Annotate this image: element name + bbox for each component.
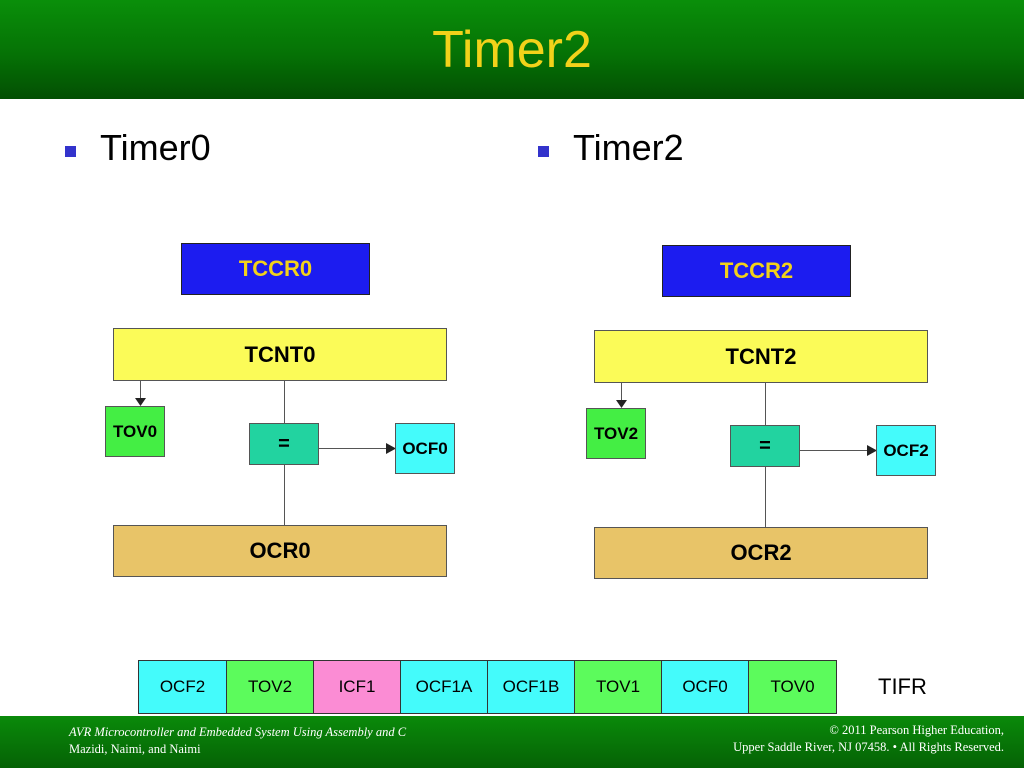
bullet-timer0: Timer0 — [100, 127, 211, 168]
comparator-right: = — [730, 425, 800, 467]
comparator-to-ocf2-line — [800, 450, 870, 451]
tccr0-register: TCCR0 — [181, 243, 370, 295]
tifr-bit-ocf0: OCF0 — [662, 661, 749, 713]
footer-authors: Mazidi, Naimi, and Naimi — [69, 742, 201, 756]
ocf2-flag: OCF2 — [876, 425, 936, 476]
tifr-bit-tov2: TOV2 — [227, 661, 314, 713]
tccr2-register: TCCR2 — [662, 245, 851, 297]
ocf0-flag: OCF0 — [395, 423, 455, 474]
tifr-bit-ocf1a: OCF1A — [401, 661, 488, 713]
bullet-marker-left — [65, 146, 76, 157]
tcnt2-to-tov2-line — [621, 383, 622, 403]
footer-copyright: © 2011 Pearson Higher Education, — [829, 723, 1004, 737]
tifr-bit-icf1: ICF1 — [314, 661, 401, 713]
bullet-marker-right — [538, 146, 549, 157]
comparator-to-ocf0-line — [319, 448, 389, 449]
footer-left: AVR Microcontroller and Embedded System … — [69, 724, 406, 758]
comparator-to-ocf0-arrowhead — [386, 443, 396, 454]
tov0-flag: TOV0 — [105, 406, 165, 457]
slide-title: Timer2 — [432, 21, 592, 79]
tcnt0-to-tov0-arrowhead — [135, 398, 146, 406]
tcnt2-register: TCNT2 — [594, 330, 928, 383]
ocr2-register: OCR2 — [594, 527, 928, 579]
tifr-register: OCF2 TOV2 ICF1 OCF1A OCF1B TOV1 OCF0 TOV… — [138, 660, 837, 714]
tov2-flag: TOV2 — [586, 408, 646, 459]
tcnt2-to-tov2-arrowhead — [616, 400, 627, 408]
tcnt0-to-comparator-line — [284, 381, 285, 423]
ocr0-register: OCR0 — [113, 525, 447, 577]
tifr-bit-ocf1b: OCF1B — [488, 661, 575, 713]
tcnt0-to-tov0-line — [140, 381, 141, 401]
slide-footer: AVR Microcontroller and Embedded System … — [0, 716, 1024, 768]
comparator-to-ocf2-arrowhead — [867, 445, 877, 456]
comparator-to-ocr2-line — [765, 467, 766, 527]
comparator-left: = — [249, 423, 319, 465]
comparator-to-ocr0-line — [284, 465, 285, 525]
tifr-bit-tov0: TOV0 — [749, 661, 836, 713]
tifr-bit-ocf2: OCF2 — [139, 661, 227, 713]
footer-right: © 2011 Pearson Higher Education, Upper S… — [733, 722, 1004, 756]
footer-address: Upper Saddle River, NJ 07458. • All Righ… — [733, 740, 1004, 754]
tifr-bit-tov1: TOV1 — [575, 661, 662, 713]
tcnt2-to-comparator-line — [765, 383, 766, 425]
tifr-label: TIFR — [878, 674, 927, 699]
tcnt0-register: TCNT0 — [113, 328, 447, 381]
footer-book-title: AVR Microcontroller and Embedded System … — [69, 725, 407, 739]
slide-header — [0, 0, 1024, 99]
bullet-timer2: Timer2 — [573, 127, 684, 168]
